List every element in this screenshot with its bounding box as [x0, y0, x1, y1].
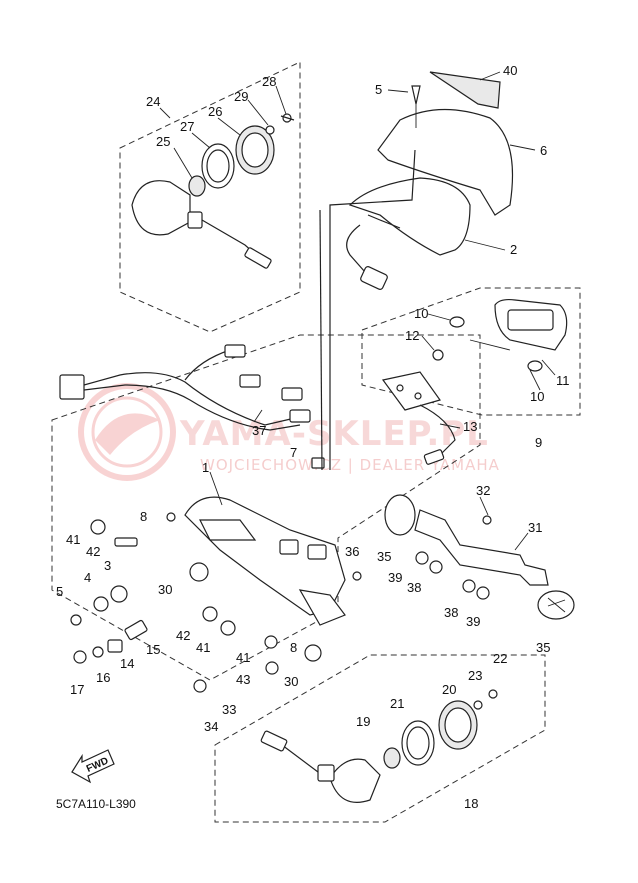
part-label: 30 — [158, 582, 172, 597]
part-label: 43 — [236, 672, 250, 687]
part-label: 9 — [535, 435, 542, 450]
part-label: 39 — [466, 614, 480, 629]
part-label: 36 — [345, 544, 359, 559]
part-label: 5 — [375, 82, 382, 97]
part-label: 38 — [407, 580, 421, 595]
wire-harness-37 — [59, 149, 416, 471]
part-label: 28 — [262, 74, 276, 89]
rear-fender-1 — [184, 496, 346, 626]
part-label: 8 — [290, 640, 297, 655]
part-label: 17 — [70, 682, 84, 697]
part-label: 38 — [444, 605, 458, 620]
part-label: 3 — [104, 558, 111, 573]
part-label: 4 — [84, 570, 91, 585]
part-label: 35 — [377, 549, 391, 564]
part-label: 21 — [390, 696, 404, 711]
lamp-unit-24 — [131, 113, 295, 269]
part-label: 15 — [146, 642, 160, 657]
reflector-bracket-31 — [384, 494, 575, 620]
part-label: 19 — [356, 714, 370, 729]
turn-signal-18 — [260, 689, 498, 803]
part-label: 7 — [290, 445, 297, 460]
part-label: 42 — [176, 628, 190, 643]
license-light-9 — [381, 298, 568, 465]
part-label: 30 — [284, 674, 298, 689]
part-label: 29 — [234, 89, 248, 104]
part-label: 41 — [66, 532, 80, 547]
fwd-arrow: FWD — [71, 749, 115, 784]
part-label: 34 — [204, 719, 218, 734]
group-box-24 — [119, 61, 301, 333]
part-label: 31 — [528, 520, 542, 535]
watermark-logo — [78, 383, 176, 481]
part-label: 18 — [464, 796, 478, 811]
part-label: 26 — [208, 104, 222, 119]
part-label: 41 — [196, 640, 210, 655]
part-label: 27 — [180, 119, 194, 134]
part-label: 32 — [476, 483, 490, 498]
part-label: 23 — [468, 668, 482, 683]
part-label: 2 — [510, 242, 517, 257]
part-label: 22 — [493, 651, 507, 666]
part-label: 14 — [120, 656, 134, 671]
part-label: 11 — [556, 373, 570, 388]
part-label: 42 — [86, 544, 100, 559]
part-label: 25 — [156, 134, 170, 149]
fasteners — [70, 512, 362, 693]
group-box-18 — [214, 654, 546, 823]
part-label: 10 — [530, 389, 544, 404]
part-label: 6 — [540, 143, 547, 158]
part-label: 35 — [536, 640, 550, 655]
group-box-main — [51, 334, 481, 681]
part-label: 39 — [388, 570, 402, 585]
tail-lamp-2 — [346, 71, 513, 290]
part-label: 5 — [56, 584, 63, 599]
part-label: 40 — [503, 63, 517, 78]
diagram-code: 5C7A110-L390 — [56, 797, 136, 811]
watermark-subtitle: WOJCIECHOWICZ | DEALER YAMAHA — [200, 456, 500, 474]
part-label: 12 — [405, 328, 419, 343]
group-box-9 — [361, 287, 581, 416]
part-label: 16 — [96, 670, 110, 685]
part-label: 24 — [146, 94, 160, 109]
part-label: 41 — [236, 650, 250, 665]
part-label: 20 — [442, 682, 456, 697]
part-label: 37 — [252, 423, 266, 438]
leader-lines — [159, 71, 556, 551]
part-label: 8 — [140, 509, 147, 524]
part-label: 1 — [202, 460, 209, 475]
part-labels: 40 5 6 2 24 28 29 27 26 25 10 12 11 10 9… — [56, 63, 570, 811]
part-label: 10 — [414, 306, 428, 321]
part-label: 13 — [463, 419, 477, 434]
part-label: 33 — [222, 702, 236, 717]
